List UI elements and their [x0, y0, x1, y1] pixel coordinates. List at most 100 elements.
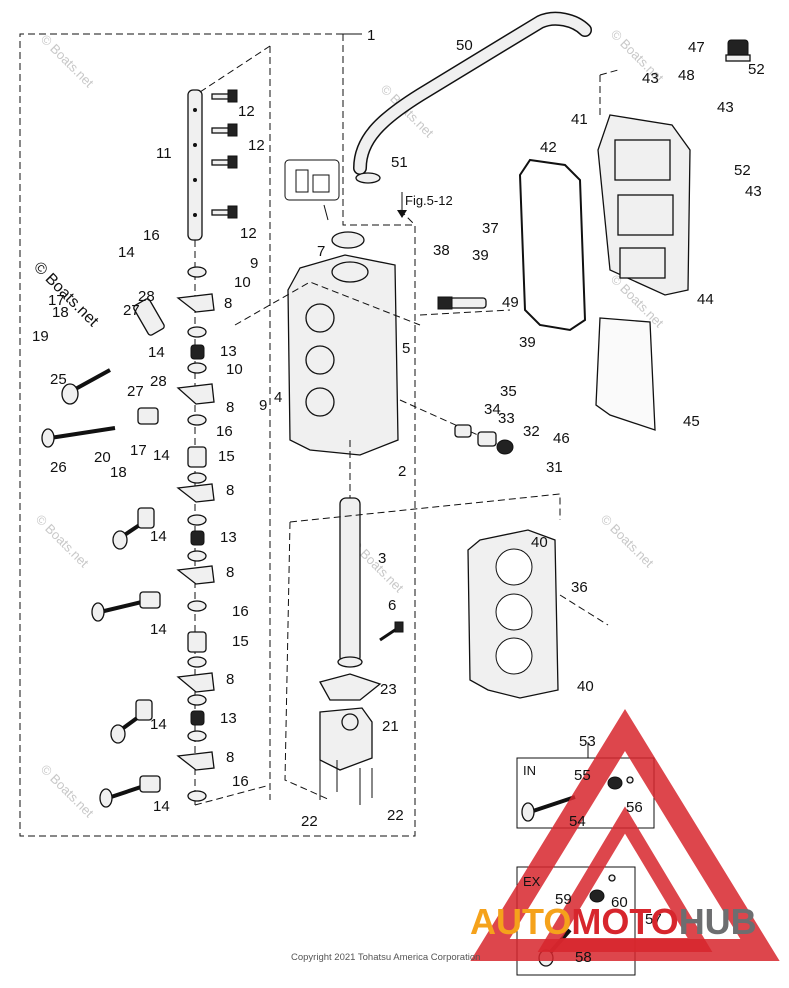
callout-20[interactable]: 20	[94, 449, 111, 466]
callout-17[interactable]: 17	[130, 442, 147, 459]
callout-47[interactable]: 47	[688, 39, 705, 56]
oil-filler-cap	[725, 39, 751, 62]
callout-25[interactable]: 25	[50, 371, 67, 388]
callout-28[interactable]: 28	[138, 288, 155, 305]
thermostat-fittings	[399, 399, 514, 455]
callout-27[interactable]: 27	[127, 383, 144, 400]
callout-10[interactable]: 10	[234, 274, 251, 291]
callout-1[interactable]: 1	[367, 27, 375, 44]
callout-38[interactable]: 38	[433, 242, 450, 259]
callout-55[interactable]: 55	[574, 767, 591, 784]
callout-6[interactable]: 6	[388, 597, 396, 614]
callout-8[interactable]: 8	[224, 295, 232, 312]
callout-53[interactable]: 53	[579, 733, 596, 750]
brand-moto: MOTO	[571, 901, 678, 942]
callout-59[interactable]: 59	[555, 891, 572, 908]
callout-13[interactable]: 13	[220, 529, 237, 546]
callout-13[interactable]: 13	[220, 710, 237, 727]
callout-40[interactable]: 40	[577, 678, 594, 695]
callout-14[interactable]: 14	[150, 621, 167, 638]
callout-12[interactable]: 12	[240, 225, 257, 242]
callout-18[interactable]: 18	[52, 304, 69, 321]
callout-8[interactable]: 8	[226, 671, 234, 688]
spark-plug	[437, 296, 487, 310]
callout-34[interactable]: 34	[484, 401, 501, 418]
callout-40[interactable]: 40	[531, 534, 548, 551]
callout-45[interactable]: 45	[683, 413, 700, 430]
head-gasket	[467, 529, 559, 699]
callout-50[interactable]: 50	[456, 37, 473, 54]
bolts-12	[211, 89, 238, 219]
callout-12[interactable]: 12	[238, 103, 255, 120]
callout-37[interactable]: 37	[482, 220, 499, 237]
callout-22[interactable]: 22	[301, 813, 318, 830]
callout-32[interactable]: 32	[523, 423, 540, 440]
callout-31[interactable]: 31	[546, 459, 563, 476]
callout-22[interactable]: 22	[387, 807, 404, 824]
callout-43[interactable]: 43	[745, 183, 762, 200]
callout-28[interactable]: 28	[150, 373, 167, 390]
callout-16[interactable]: 16	[143, 227, 160, 244]
callout-60[interactable]: 60	[611, 894, 628, 911]
callout-21[interactable]: 21	[382, 718, 399, 735]
callout-5[interactable]: 5	[402, 340, 410, 357]
callout-41[interactable]: 41	[571, 111, 588, 128]
callout-4[interactable]: 4	[274, 389, 282, 406]
callout-52[interactable]: 52	[734, 162, 751, 179]
callout-14[interactable]: 14	[153, 798, 170, 815]
callout-39[interactable]: 39	[519, 334, 536, 351]
callout-9[interactable]: 9	[250, 255, 258, 272]
callout-8[interactable]: 8	[226, 482, 234, 499]
valve-assemblies	[41, 298, 165, 808]
callout-8[interactable]: 8	[226, 564, 234, 581]
callout-17[interactable]: 17	[48, 292, 65, 309]
callout-19[interactable]: 19	[32, 328, 49, 345]
callout-10[interactable]: 10	[226, 361, 243, 378]
callout-36[interactable]: 36	[571, 579, 588, 596]
callout-27[interactable]: 27	[123, 302, 140, 319]
cover-plate	[595, 317, 656, 431]
callout-14[interactable]: 14	[148, 344, 165, 361]
callout-49[interactable]: 49	[502, 294, 519, 311]
callout-23[interactable]: 23	[380, 681, 397, 698]
callout-2[interactable]: 2	[398, 463, 406, 480]
callout-35[interactable]: 35	[500, 383, 517, 400]
callout-8[interactable]: 8	[226, 399, 234, 416]
callout-54[interactable]: 54	[569, 813, 586, 830]
callout-33[interactable]: 33	[498, 410, 515, 427]
callout-42[interactable]: 42	[540, 139, 557, 156]
callout-15[interactable]: 15	[232, 633, 249, 650]
callout-48[interactable]: 48	[678, 67, 695, 84]
callout-16[interactable]: 16	[232, 773, 249, 790]
callout-11[interactable]: 11	[156, 145, 172, 162]
callout-16[interactable]: 16	[232, 603, 249, 620]
rocker-shaft	[187, 45, 271, 806]
kit-ex-label: EX	[523, 874, 541, 889]
bolt-6	[379, 621, 404, 642]
callout-13[interactable]: 13	[220, 343, 237, 360]
callout-14[interactable]: 14	[150, 716, 167, 733]
callout-3[interactable]: 3	[378, 550, 386, 567]
callout-15[interactable]: 15	[218, 448, 235, 465]
callout-46[interactable]: 46	[553, 430, 570, 447]
callout-18[interactable]: 18	[110, 464, 127, 481]
callout-51[interactable]: 51	[391, 154, 408, 171]
callout-58[interactable]: 58	[575, 949, 592, 966]
callout-16[interactable]: 16	[216, 423, 233, 440]
callout-52[interactable]: 52	[748, 61, 765, 78]
callout-57[interactable]: 57	[645, 911, 662, 928]
callout-43[interactable]: 43	[717, 99, 734, 116]
callout-9[interactable]: 9	[259, 397, 267, 414]
callout-44[interactable]: 44	[697, 291, 714, 308]
callout-8[interactable]: 8	[226, 749, 234, 766]
callout-14[interactable]: 14	[153, 447, 170, 464]
callout-43[interactable]: 43	[642, 70, 659, 87]
callout-56[interactable]: 56	[626, 799, 643, 816]
callout-12[interactable]: 12	[248, 137, 265, 154]
figure-reference[interactable]: Fig.5-12	[405, 193, 453, 208]
callout-39[interactable]: 39	[472, 247, 489, 264]
callout-7[interactable]: 7	[317, 243, 325, 260]
callout-14[interactable]: 14	[150, 528, 167, 545]
callout-14[interactable]: 14	[118, 244, 135, 261]
callout-26[interactable]: 26	[50, 459, 67, 476]
